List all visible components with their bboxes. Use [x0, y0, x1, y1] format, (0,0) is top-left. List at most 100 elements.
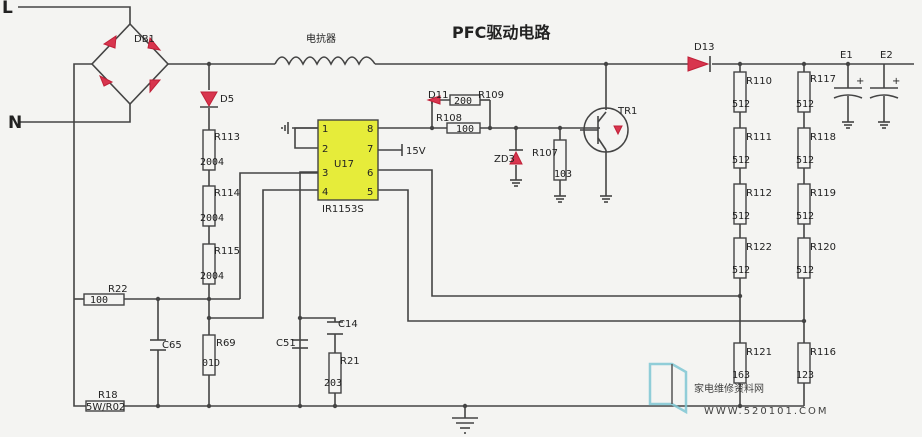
svg-text:512: 512 [732, 99, 750, 110]
zener-zd3: ZD3 [494, 149, 523, 187]
svg-text:512: 512 [732, 211, 750, 222]
svg-text:512: 512 [732, 265, 750, 276]
svg-text:R107: R107 [532, 148, 558, 159]
svg-text:R120: R120 [810, 242, 836, 253]
line-l-label: L [2, 0, 13, 18]
r117: R117 512 [796, 71, 836, 113]
svg-text:7: 7 [367, 144, 373, 155]
c14: C14 [327, 319, 358, 335]
svg-text:103: 103 [554, 169, 572, 180]
svg-text:2004: 2004 [200, 271, 224, 282]
r120: R120 512 [796, 237, 836, 279]
svg-text:R114: R114 [214, 188, 240, 199]
r69: R69 01D [202, 334, 236, 376]
svg-text:D5: D5 [220, 94, 234, 105]
wires [18, 6, 914, 418]
svg-text:R121: R121 [746, 347, 772, 358]
svg-text:R22: R22 [108, 284, 128, 295]
svg-text:R119: R119 [810, 188, 836, 199]
r119: R119 512 [796, 183, 836, 225]
svg-text:R116: R116 [810, 347, 836, 358]
r110: R110 512 [732, 71, 772, 113]
svg-text:R122: R122 [746, 242, 772, 253]
svg-text:512: 512 [732, 155, 750, 166]
svg-text:512: 512 [796, 155, 814, 166]
svg-text:123: 123 [796, 370, 814, 381]
r21: R21 203 [324, 352, 360, 394]
r18: R18 5W/R02 [85, 390, 125, 413]
svg-text:+: + [892, 76, 900, 87]
r122: R122 512 [732, 237, 772, 279]
svg-text:1: 1 [322, 124, 328, 135]
svg-text:R18: R18 [98, 390, 118, 401]
r113: R113 2004 [200, 129, 240, 171]
svg-text:DB1: DB1 [134, 34, 155, 45]
ground-pin1-icon [281, 122, 289, 134]
svg-text:8: 8 [367, 124, 373, 135]
svg-text:WWW.520101.COM: WWW.520101.COM [704, 406, 829, 417]
r115: R115 2004 [200, 243, 240, 285]
r22: R22 100 [83, 284, 128, 306]
svg-text:D13: D13 [694, 42, 714, 53]
svg-text:U17: U17 [334, 159, 354, 170]
svg-text:C65: C65 [162, 340, 182, 351]
svg-text:2004: 2004 [200, 213, 224, 224]
svg-text:512: 512 [796, 211, 814, 222]
svg-text:E2: E2 [880, 50, 893, 61]
svg-text:R21: R21 [340, 356, 360, 367]
svg-text:C51: C51 [276, 338, 296, 349]
svg-text:203: 203 [324, 378, 342, 389]
line-n-label: N [8, 113, 22, 133]
svg-text:15V: 15V [406, 146, 426, 157]
svg-text:R108: R108 [436, 113, 462, 124]
r114: R114 2004 [200, 185, 240, 227]
svg-text:2: 2 [322, 144, 328, 155]
svg-text:R117: R117 [810, 74, 836, 85]
svg-text:512: 512 [796, 265, 814, 276]
diode-d13: D13 [687, 42, 714, 72]
r107: R107 103 [532, 139, 572, 203]
inductor: 电抗器 [274, 32, 376, 66]
svg-text:C14: C14 [338, 319, 358, 330]
svg-text:R115: R115 [214, 246, 240, 257]
ground-main-icon [452, 417, 478, 434]
r118: R118 512 [796, 127, 836, 169]
svg-text:家电维修资料网: 家电维修资料网 [694, 382, 764, 395]
svg-text:R112: R112 [746, 188, 772, 199]
svg-text:512: 512 [796, 99, 814, 110]
svg-text:5W/R02: 5W/R02 [86, 402, 125, 413]
svg-text:6: 6 [367, 168, 373, 179]
svg-text:R113: R113 [214, 132, 240, 143]
capacitor-e1: E1 + [833, 50, 864, 129]
svg-text:R110: R110 [746, 76, 772, 87]
transistor-tr1: TR1 [580, 106, 637, 203]
svg-text:R118: R118 [810, 132, 836, 143]
svg-text:5: 5 [367, 187, 373, 198]
svg-text:ZD3: ZD3 [494, 154, 515, 165]
svg-text:4: 4 [322, 187, 328, 198]
c51: C51 [276, 338, 308, 349]
svg-text:IR1153S: IR1153S [322, 204, 364, 215]
svg-text:200: 200 [454, 96, 472, 107]
svg-text:D11: D11 [428, 90, 448, 101]
svg-text:163: 163 [732, 370, 750, 381]
r111: R111 512 [732, 127, 772, 169]
svg-text:R109: R109 [478, 90, 504, 101]
r116: R116 123 [796, 342, 836, 384]
svg-text:100: 100 [90, 295, 108, 306]
diagram-title: PFC驱动电路 [452, 23, 551, 42]
r112: R112 512 [732, 183, 772, 225]
junctions [155, 61, 851, 409]
svg-text:100: 100 [456, 124, 474, 135]
c65: C65 [150, 339, 182, 351]
svg-text:01D: 01D [202, 358, 220, 369]
r108: R108 100 [436, 113, 481, 135]
capacitor-e2: E2 + [869, 50, 900, 129]
r109: 200 R109 [449, 90, 504, 107]
d11: D11 [426, 90, 448, 105]
svg-text:E1: E1 [840, 50, 853, 61]
ic-u17: 1 2 3 4 8 7 6 5 U17 IR1153S [317, 119, 379, 215]
svg-text:3: 3 [322, 168, 328, 179]
diode-d5: D5 [200, 91, 234, 108]
